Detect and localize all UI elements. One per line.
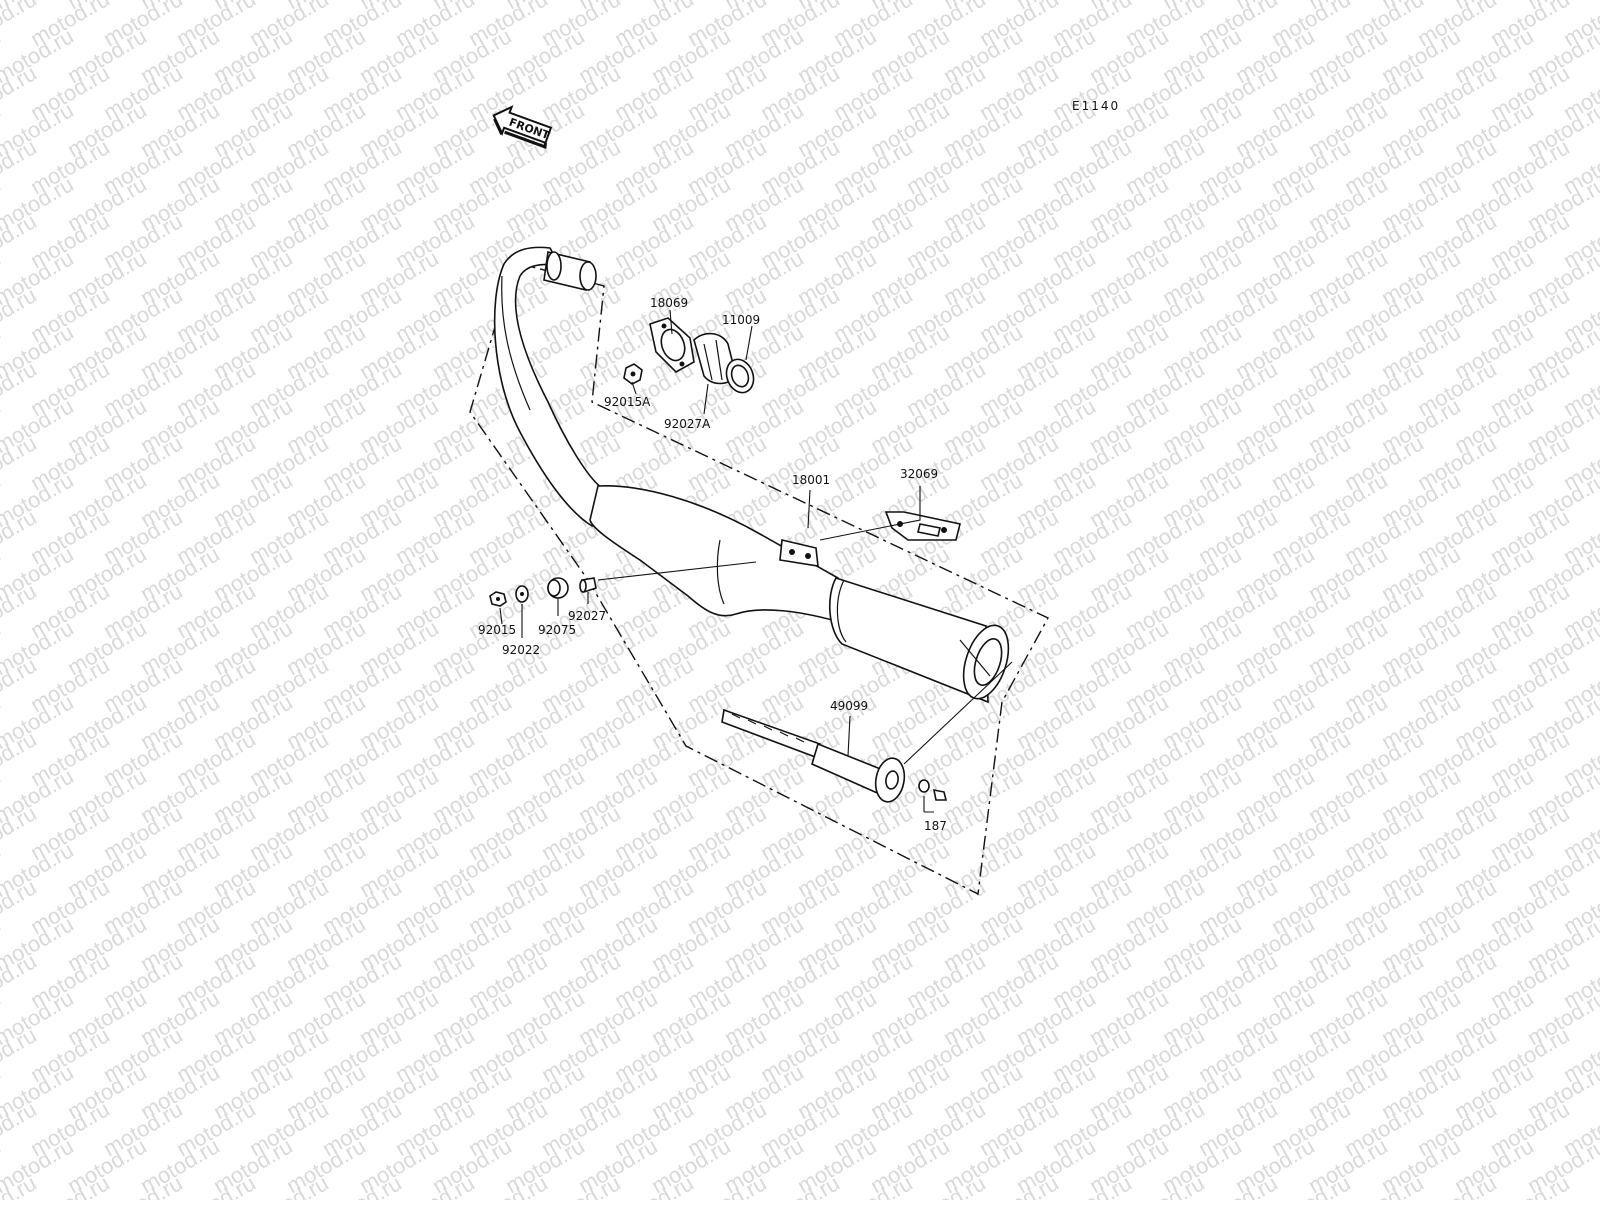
label-92022: 92022 <box>502 643 540 657</box>
diagram-code: E1140 <box>1072 99 1120 113</box>
label-92015: 92015 <box>478 623 516 637</box>
label-92075: 92075 <box>538 623 576 637</box>
label-187: 187 <box>924 819 947 833</box>
label-92015A: 92015A <box>604 395 651 409</box>
label-18069: 18069 <box>650 296 688 310</box>
label-49099: 49099 <box>830 699 868 713</box>
label-92027A: 92027A <box>664 417 711 431</box>
label-11009: 11009 <box>722 313 760 327</box>
label-92027: 92027 <box>568 609 606 623</box>
nut-92015 <box>489 591 507 607</box>
washer-92022 <box>515 585 529 603</box>
label-32069: 32069 <box>900 467 938 481</box>
grommet-92075 <box>547 577 569 599</box>
label-18001: 18001 <box>792 473 830 487</box>
nut-92015A <box>623 363 643 385</box>
